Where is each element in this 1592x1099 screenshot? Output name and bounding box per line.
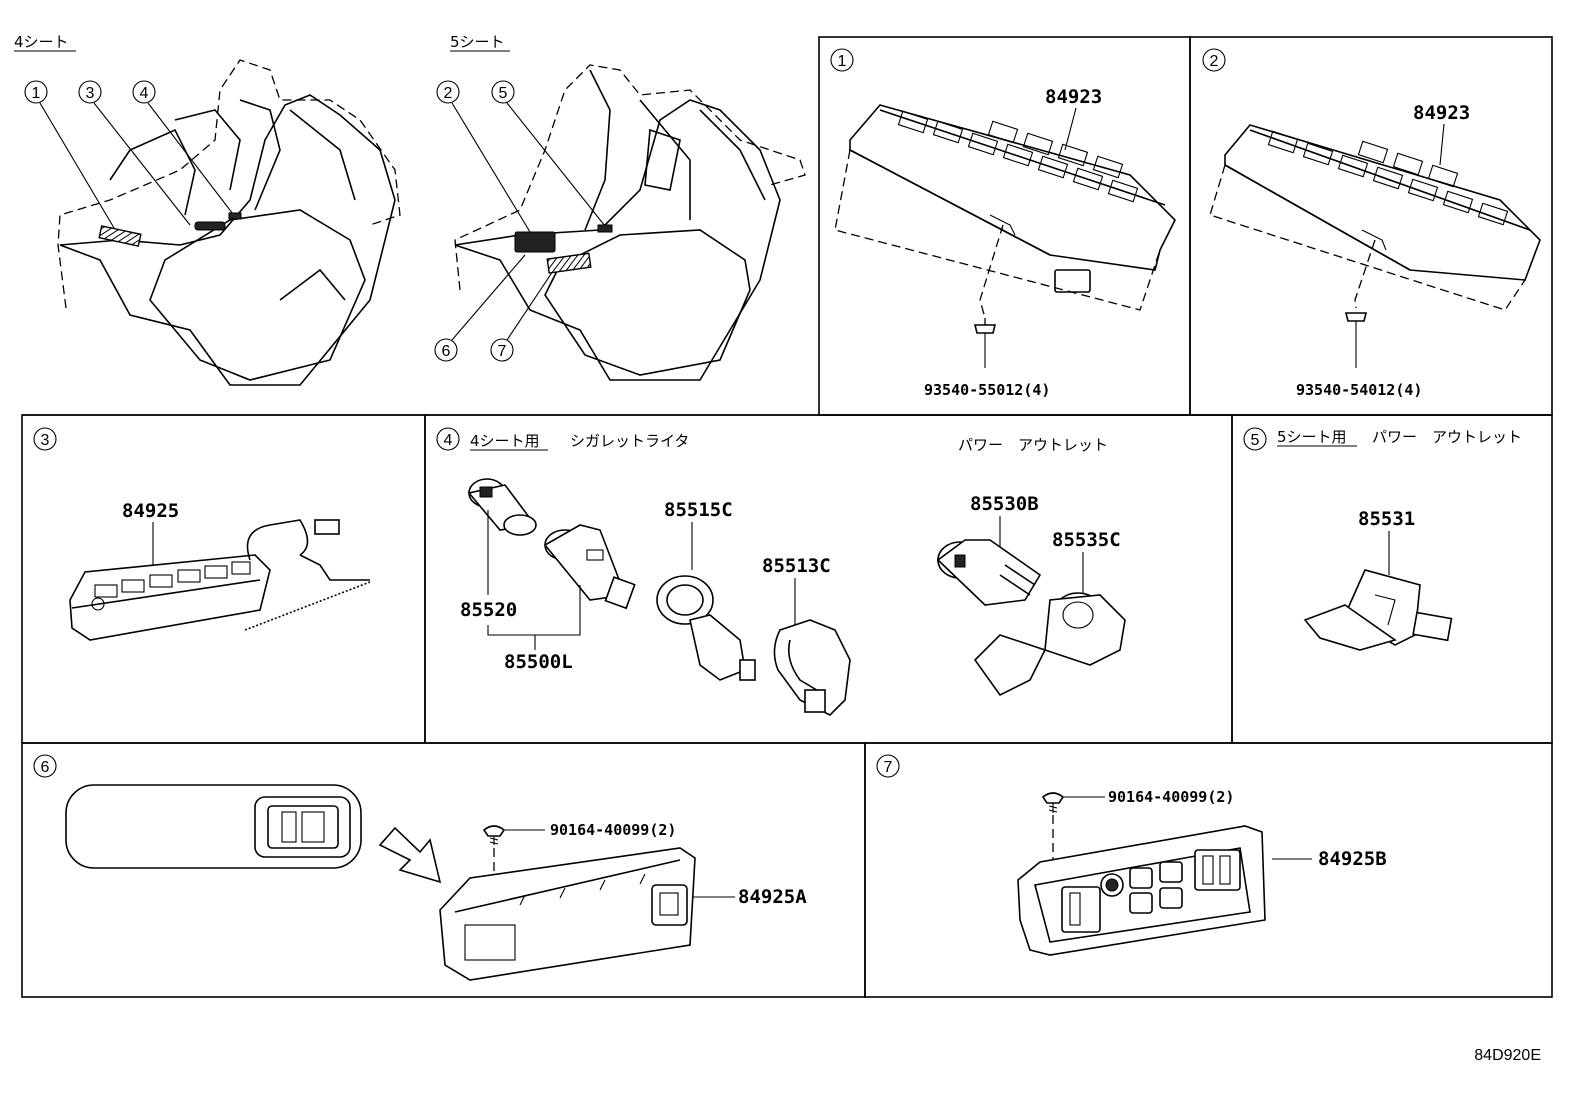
panel-1-part-84923: 84923 (1045, 86, 1102, 108)
part-85531-outlet (1303, 569, 1453, 651)
part-85515C-ring: 85515C (656, 499, 756, 681)
svg-text:4: 4 (140, 85, 149, 102)
seat4-callout-1: 1 (24, 80, 118, 234)
panel-3-remote-buttons (91, 561, 251, 611)
panel-2-switch-buttons (1267, 130, 1509, 226)
panel-4-part-85530B: 85530B (970, 493, 1039, 515)
panel-5-variant-label: 5シート用 (1277, 428, 1347, 446)
panel-4-title-cigarette-lighter: シガレットライタ (570, 432, 689, 450)
panel-4-part-85520: 85520 (460, 599, 517, 621)
panel-7-part-84925B: 84925B (1318, 848, 1387, 870)
seat4-illustration: 4シート 1 3 4 (14, 33, 401, 386)
seat5-label: 5シート (450, 33, 505, 51)
seat5-callout-6: 6 (434, 254, 526, 362)
seat5-callout-7: 7 (490, 267, 556, 362)
panel-1-callout (830, 48, 854, 72)
seat5-callout-5: 5 (491, 80, 606, 227)
panel-2: 2 84923 93540-54012(4) (1189, 36, 1553, 416)
part-85513C-bracket: 85513C (762, 555, 851, 716)
part-85530B-outlet-plug: 85530B (936, 493, 1042, 606)
panel-2-part-84923: 84923 (1413, 102, 1470, 124)
panel-7-callout-text: 7 (884, 759, 893, 776)
seat4-callout-3: 3 (78, 80, 191, 226)
panel-4-part-85515C: 85515C (664, 499, 733, 521)
panel-7-callout (876, 754, 900, 778)
panel-2-callout-text: 2 (1210, 53, 1219, 70)
panel-6-callout-text: 6 (41, 759, 50, 776)
panel-4-part-85500L: 85500L (504, 651, 573, 673)
svg-text:7: 7 (498, 343, 507, 360)
panel-3-part-84925: 84925 (122, 500, 179, 522)
panel-6: 6 90164-40099(2) 84925A (21, 742, 866, 998)
panel-3: 3 84925 (21, 414, 426, 744)
panel-5-callout-text: 5 (1251, 432, 1260, 449)
part-85500L-socket (487, 524, 636, 650)
panel-4-callout (436, 427, 460, 451)
seat5-callout-2: 2 (436, 80, 531, 233)
panel-4: 4 4シート用 シガレットライタ パワー アウトレット 85520 85500L… (424, 414, 1233, 744)
svg-text:2: 2 (444, 85, 453, 102)
panel-2-callout (1202, 48, 1226, 72)
seat5-illustration: 5シート 2 5 6 7 (434, 33, 806, 381)
panel-3-callout (33, 427, 57, 451)
panel-4-callout-text: 4 (444, 432, 453, 449)
panel-4-variant-label: 4シート用 (470, 432, 540, 450)
seat4-callout-4: 4 (132, 80, 237, 219)
part-85535C-outlet-socket: 85535C (973, 529, 1126, 697)
panel-2-screw-93540-54012: 93540-54012(4) (1296, 381, 1422, 399)
panel-5-title-power-outlet: パワー アウトレット (1372, 428, 1522, 446)
panel-5-callout (1243, 427, 1267, 451)
svg-text:5: 5 (499, 85, 508, 102)
part-85520-lighter-plug (467, 478, 537, 595)
panel-6-screw-90164-40099: 90164-40099(2) (550, 821, 676, 839)
panel-6-callout (33, 754, 57, 778)
panel-4-part-85513C: 85513C (762, 555, 831, 577)
svg-text:1: 1 (32, 85, 41, 102)
panel-1-screw-93540-55012: 93540-55012(4) (924, 381, 1050, 399)
panel-4-part-85535C: 85535C (1052, 529, 1121, 551)
panel-1-callout-text: 1 (838, 53, 847, 70)
panel-5: 5 5シート用 パワー アウトレット 85531 (1231, 414, 1553, 744)
panel-5-part-85531: 85531 (1358, 508, 1415, 530)
panel-4-title-power-outlet: パワー アウトレット (958, 436, 1108, 454)
svg-text:3: 3 (86, 85, 95, 102)
panel-7-screw-90164-40099: 90164-40099(2) (1108, 788, 1234, 806)
figure-reference-code: 84D920E (1474, 1047, 1541, 1064)
seat4-label: 4シート (14, 33, 69, 51)
panel-1: 1 84923 93540-55012(4) (818, 36, 1191, 416)
svg-text:6: 6 (442, 343, 451, 360)
panel-6-switch-panel (439, 847, 696, 981)
panel-3-callout-text: 3 (41, 432, 50, 449)
panel-7-frame (864, 742, 1553, 998)
panel-1-switch-buttons (897, 110, 1139, 203)
panel-6-frame (21, 742, 866, 998)
panel-6-arrow (378, 826, 442, 884)
panel-7: 7 90164-40099(2) 84925B (864, 742, 1553, 998)
panel-6-part-84925A: 84925A (738, 886, 807, 908)
